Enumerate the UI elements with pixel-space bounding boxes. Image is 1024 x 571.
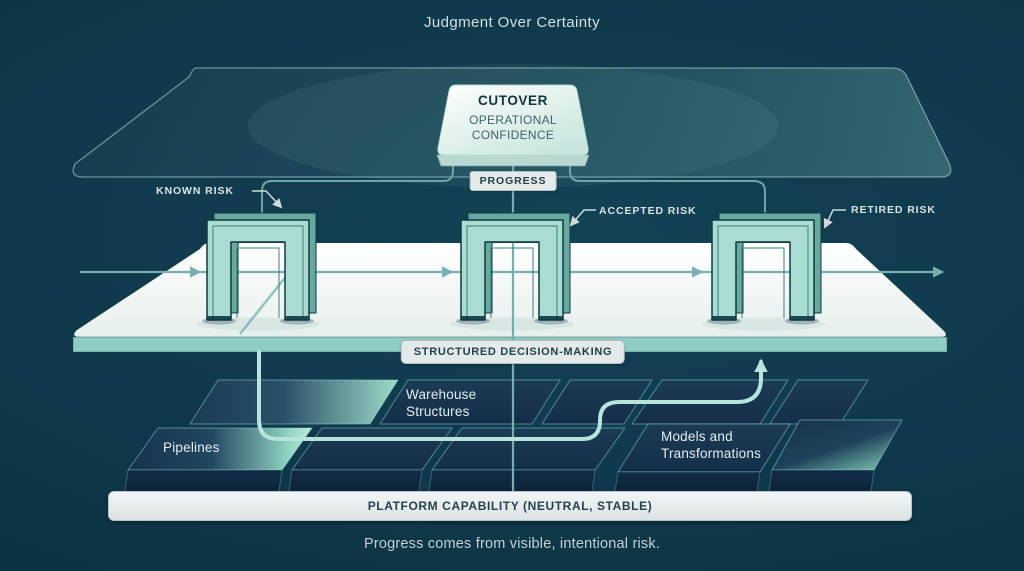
progress-badge: PROGRESS [469,171,557,191]
cutover-sign: CUTOVER OPERATIONAL CONFIDENCE [433,93,593,142]
cutover-sign-subline1: OPERATIONAL [469,113,557,128]
known-risk-label: KNOWN RISK [156,185,234,197]
sign-connectors [261,162,766,221]
structured-decision-badge: STRUCTURED DECISION-MAKING [400,340,626,364]
warehouse-structures-label: Warehouse Structures [406,387,477,419]
page-title: Judgment Over Certainty [424,14,600,31]
footer-caption: Progress comes from visible, intentional… [363,536,661,552]
cutover-sign-subline2: CONFIDENCE [471,127,555,142]
cutover-sign-heading: CUTOVER [478,93,548,108]
retired-risk-label: RETIRED RISK [851,204,936,216]
label-pointers [252,190,846,229]
slab-pipelines [127,427,313,471]
models-transformations-label: Models and Transformations [661,429,762,461]
risk-path [257,350,768,441]
accepted-risk-label: ACCEPTED RISK [599,205,697,217]
platform-capability-bar: PLATFORM CAPABILITY (NEUTRAL, STABLE) [108,491,912,521]
cutover-sign-plate [436,84,590,167]
slab-warehouse [379,379,561,425]
pipelines-label: Pipelines [163,440,220,455]
